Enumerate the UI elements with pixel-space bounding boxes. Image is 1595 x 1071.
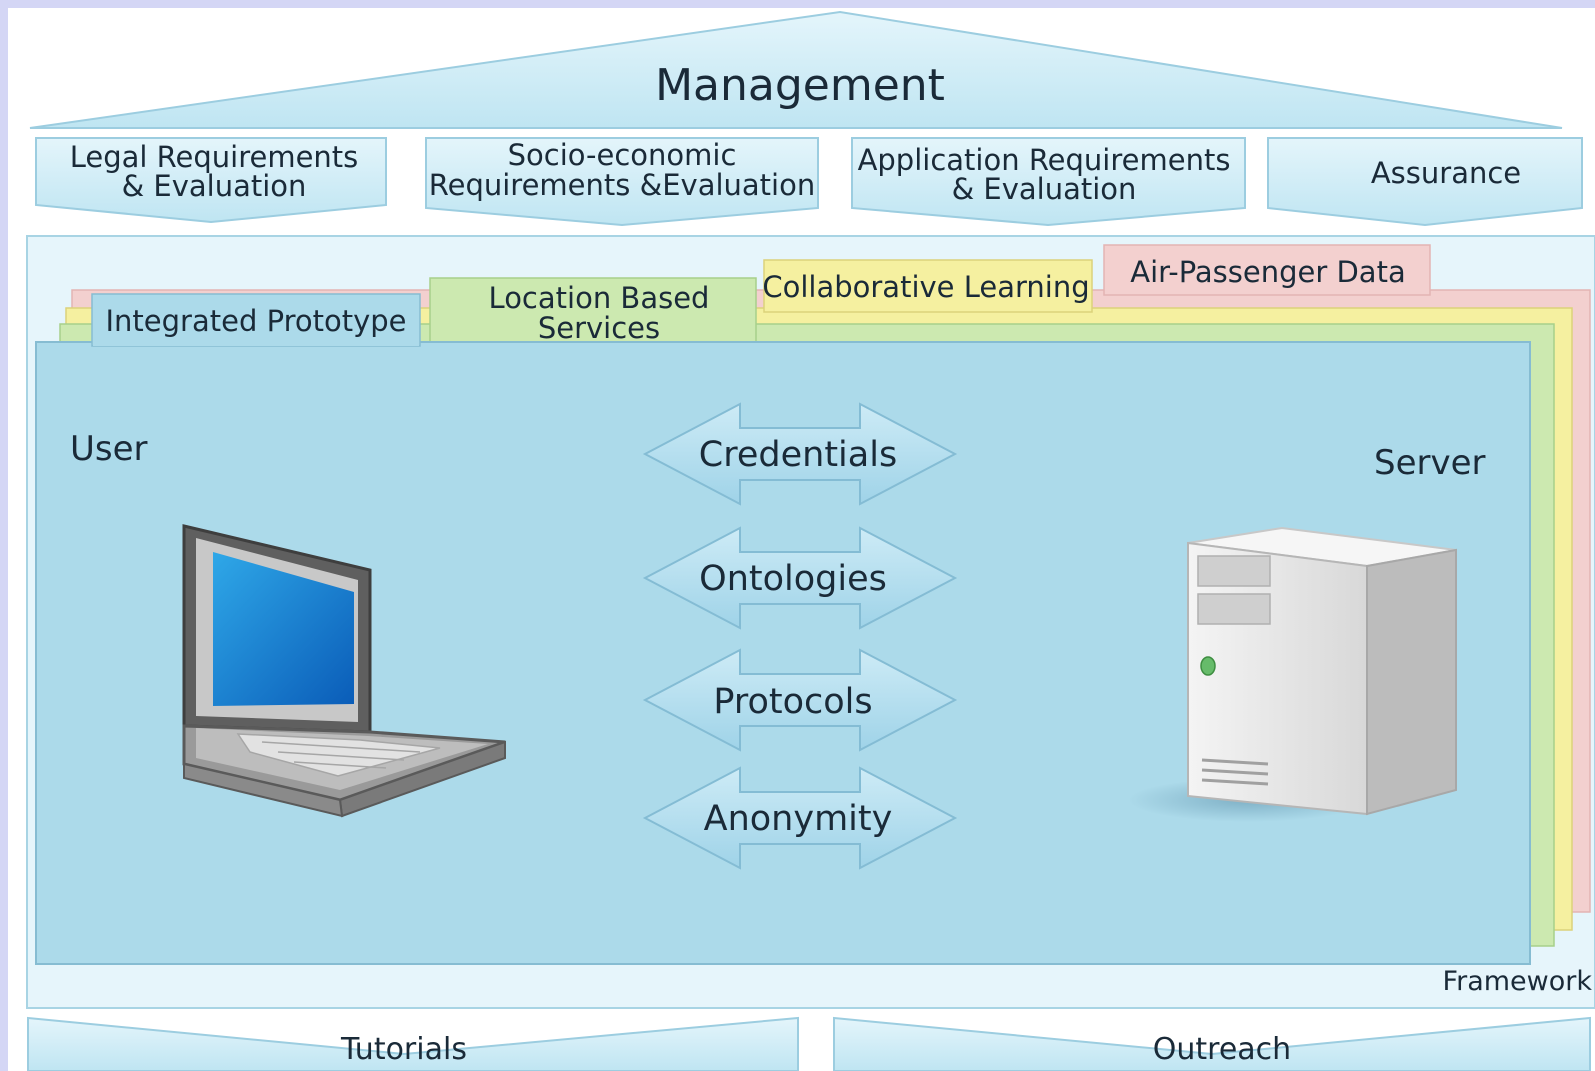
tutorials-label: Tutorials <box>340 1032 467 1067</box>
user-label: User <box>70 429 148 469</box>
credentials-arrow: Credentials <box>642 402 958 506</box>
legal-requirements-line2: & Evaluation <box>122 169 307 203</box>
drive-bay <box>1197 555 1271 587</box>
management-roof <box>29 10 1563 129</box>
laptop-icon <box>182 524 506 818</box>
outreach-box <box>833 1016 1591 1071</box>
tab-location <box>429 277 757 345</box>
tab-air-passenger <box>1103 244 1431 296</box>
tab-air-passenger-label: Air-Passenger Data <box>1130 255 1405 289</box>
tab-collaborative-label: Collaborative Learning <box>762 270 1089 304</box>
server-label: Server <box>1374 443 1486 483</box>
management-label: Management <box>655 60 945 111</box>
application-requirements-line1: Application Requirements <box>858 143 1231 177</box>
application-requirements-box <box>851 137 1246 227</box>
outreach-label: Outreach <box>1153 1032 1291 1067</box>
server-icon <box>1128 526 1457 822</box>
tab-integrated-label: Integrated Prototype <box>106 304 407 338</box>
anonymity-label: Anonymity <box>704 799 893 839</box>
application-requirements-line2: & Evaluation <box>952 172 1137 206</box>
tab-integrated <box>91 293 421 347</box>
tab-location-line2: Services <box>538 311 660 345</box>
framework-label: Framework <box>1443 966 1593 997</box>
assurance-label: Assurance <box>1371 156 1521 190</box>
drive-bay <box>1197 593 1271 625</box>
power-light <box>1200 656 1216 676</box>
tab-collaborative <box>763 259 1093 313</box>
tutorials-box <box>27 1016 799 1071</box>
ontologies-label: Ontologies <box>699 559 887 599</box>
socio-economic-box <box>425 137 819 227</box>
credentials-label: Credentials <box>699 435 897 475</box>
tab-location-line1: Location Based <box>489 281 710 315</box>
protocols-arrow: Protocols <box>642 648 958 752</box>
socio-economic-line1: Socio-economic <box>508 138 737 172</box>
assurance-box <box>1267 137 1583 227</box>
socio-economic-line2: Requirements &Evaluation <box>429 168 815 202</box>
footer-row: Tutorials Outreach <box>27 1016 1591 1071</box>
requirements-row: Legal Requirements & Evaluation Socio-ec… <box>35 137 1583 227</box>
ontologies-arrow: Ontologies <box>642 526 958 630</box>
anonymity-arrow: Anonymity <box>642 766 958 870</box>
protocols-label: Protocols <box>713 682 872 722</box>
legal-requirements-box <box>35 137 387 224</box>
legal-requirements-line1: Legal Requirements <box>70 140 359 174</box>
